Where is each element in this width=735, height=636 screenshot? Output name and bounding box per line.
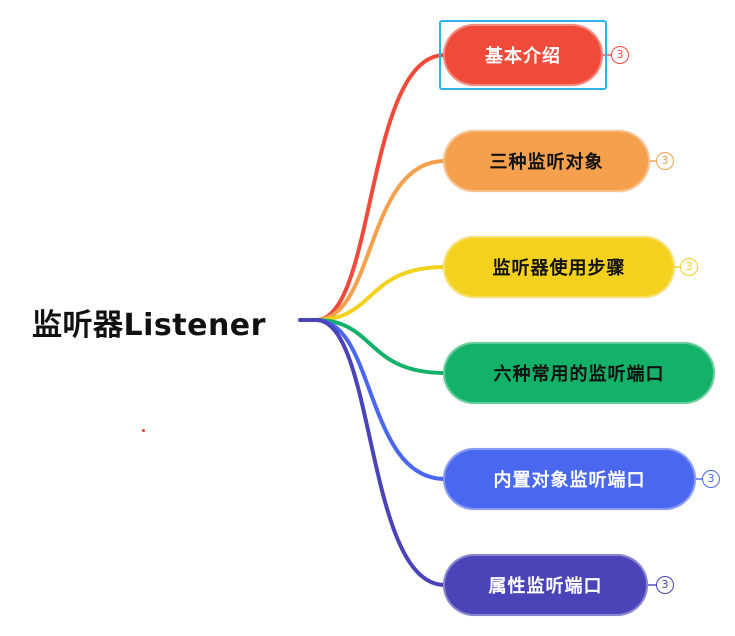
collapse-badge-attribute-listener-ports[interactable]: 3 — [656, 576, 674, 594]
branch-node-six-common-listener-ports[interactable]: 六种常用的监听端口 — [443, 342, 715, 404]
collapse-badge-three-listener-objects[interactable]: 3 — [656, 152, 674, 170]
collapse-badge-basic-intro[interactable]: 3 — [611, 46, 629, 64]
branch-label: 基本介绍 — [485, 46, 561, 67]
connector-line — [314, 265, 447, 322]
branch-node-three-listener-objects[interactable]: 三种监听对象 — [443, 130, 650, 192]
branch-label: 六种常用的监听端口 — [493, 364, 665, 385]
connector-line — [314, 159, 447, 322]
connector-line — [314, 318, 447, 375]
branch-label: 内置对象监听端口 — [493, 470, 646, 491]
branch-node-builtin-object-listener-ports[interactable]: 内置对象监听端口 — [443, 448, 696, 510]
connector-line — [314, 318, 447, 481]
connector-line — [314, 318, 447, 587]
branch-node-attribute-listener-ports[interactable]: 属性监听端口 — [443, 554, 648, 616]
connector-line — [314, 53, 447, 322]
collapse-badge-listener-usage-steps[interactable]: 3 — [680, 258, 698, 276]
stray-dot — [142, 429, 145, 432]
branch-node-basic-intro[interactable]: 基本介绍 — [443, 24, 603, 86]
collapse-badge-builtin-object-listener-ports[interactable]: 3 — [702, 470, 720, 488]
branch-label: 监听器使用步骤 — [492, 258, 626, 279]
branch-label: 三种监听对象 — [489, 152, 604, 173]
branch-label: 属性监听端口 — [488, 576, 603, 597]
root-node-title[interactable]: 监听器Listener — [32, 308, 266, 343]
selection-frame — [439, 20, 607, 90]
branch-node-listener-usage-steps[interactable]: 监听器使用步骤 — [443, 236, 675, 298]
